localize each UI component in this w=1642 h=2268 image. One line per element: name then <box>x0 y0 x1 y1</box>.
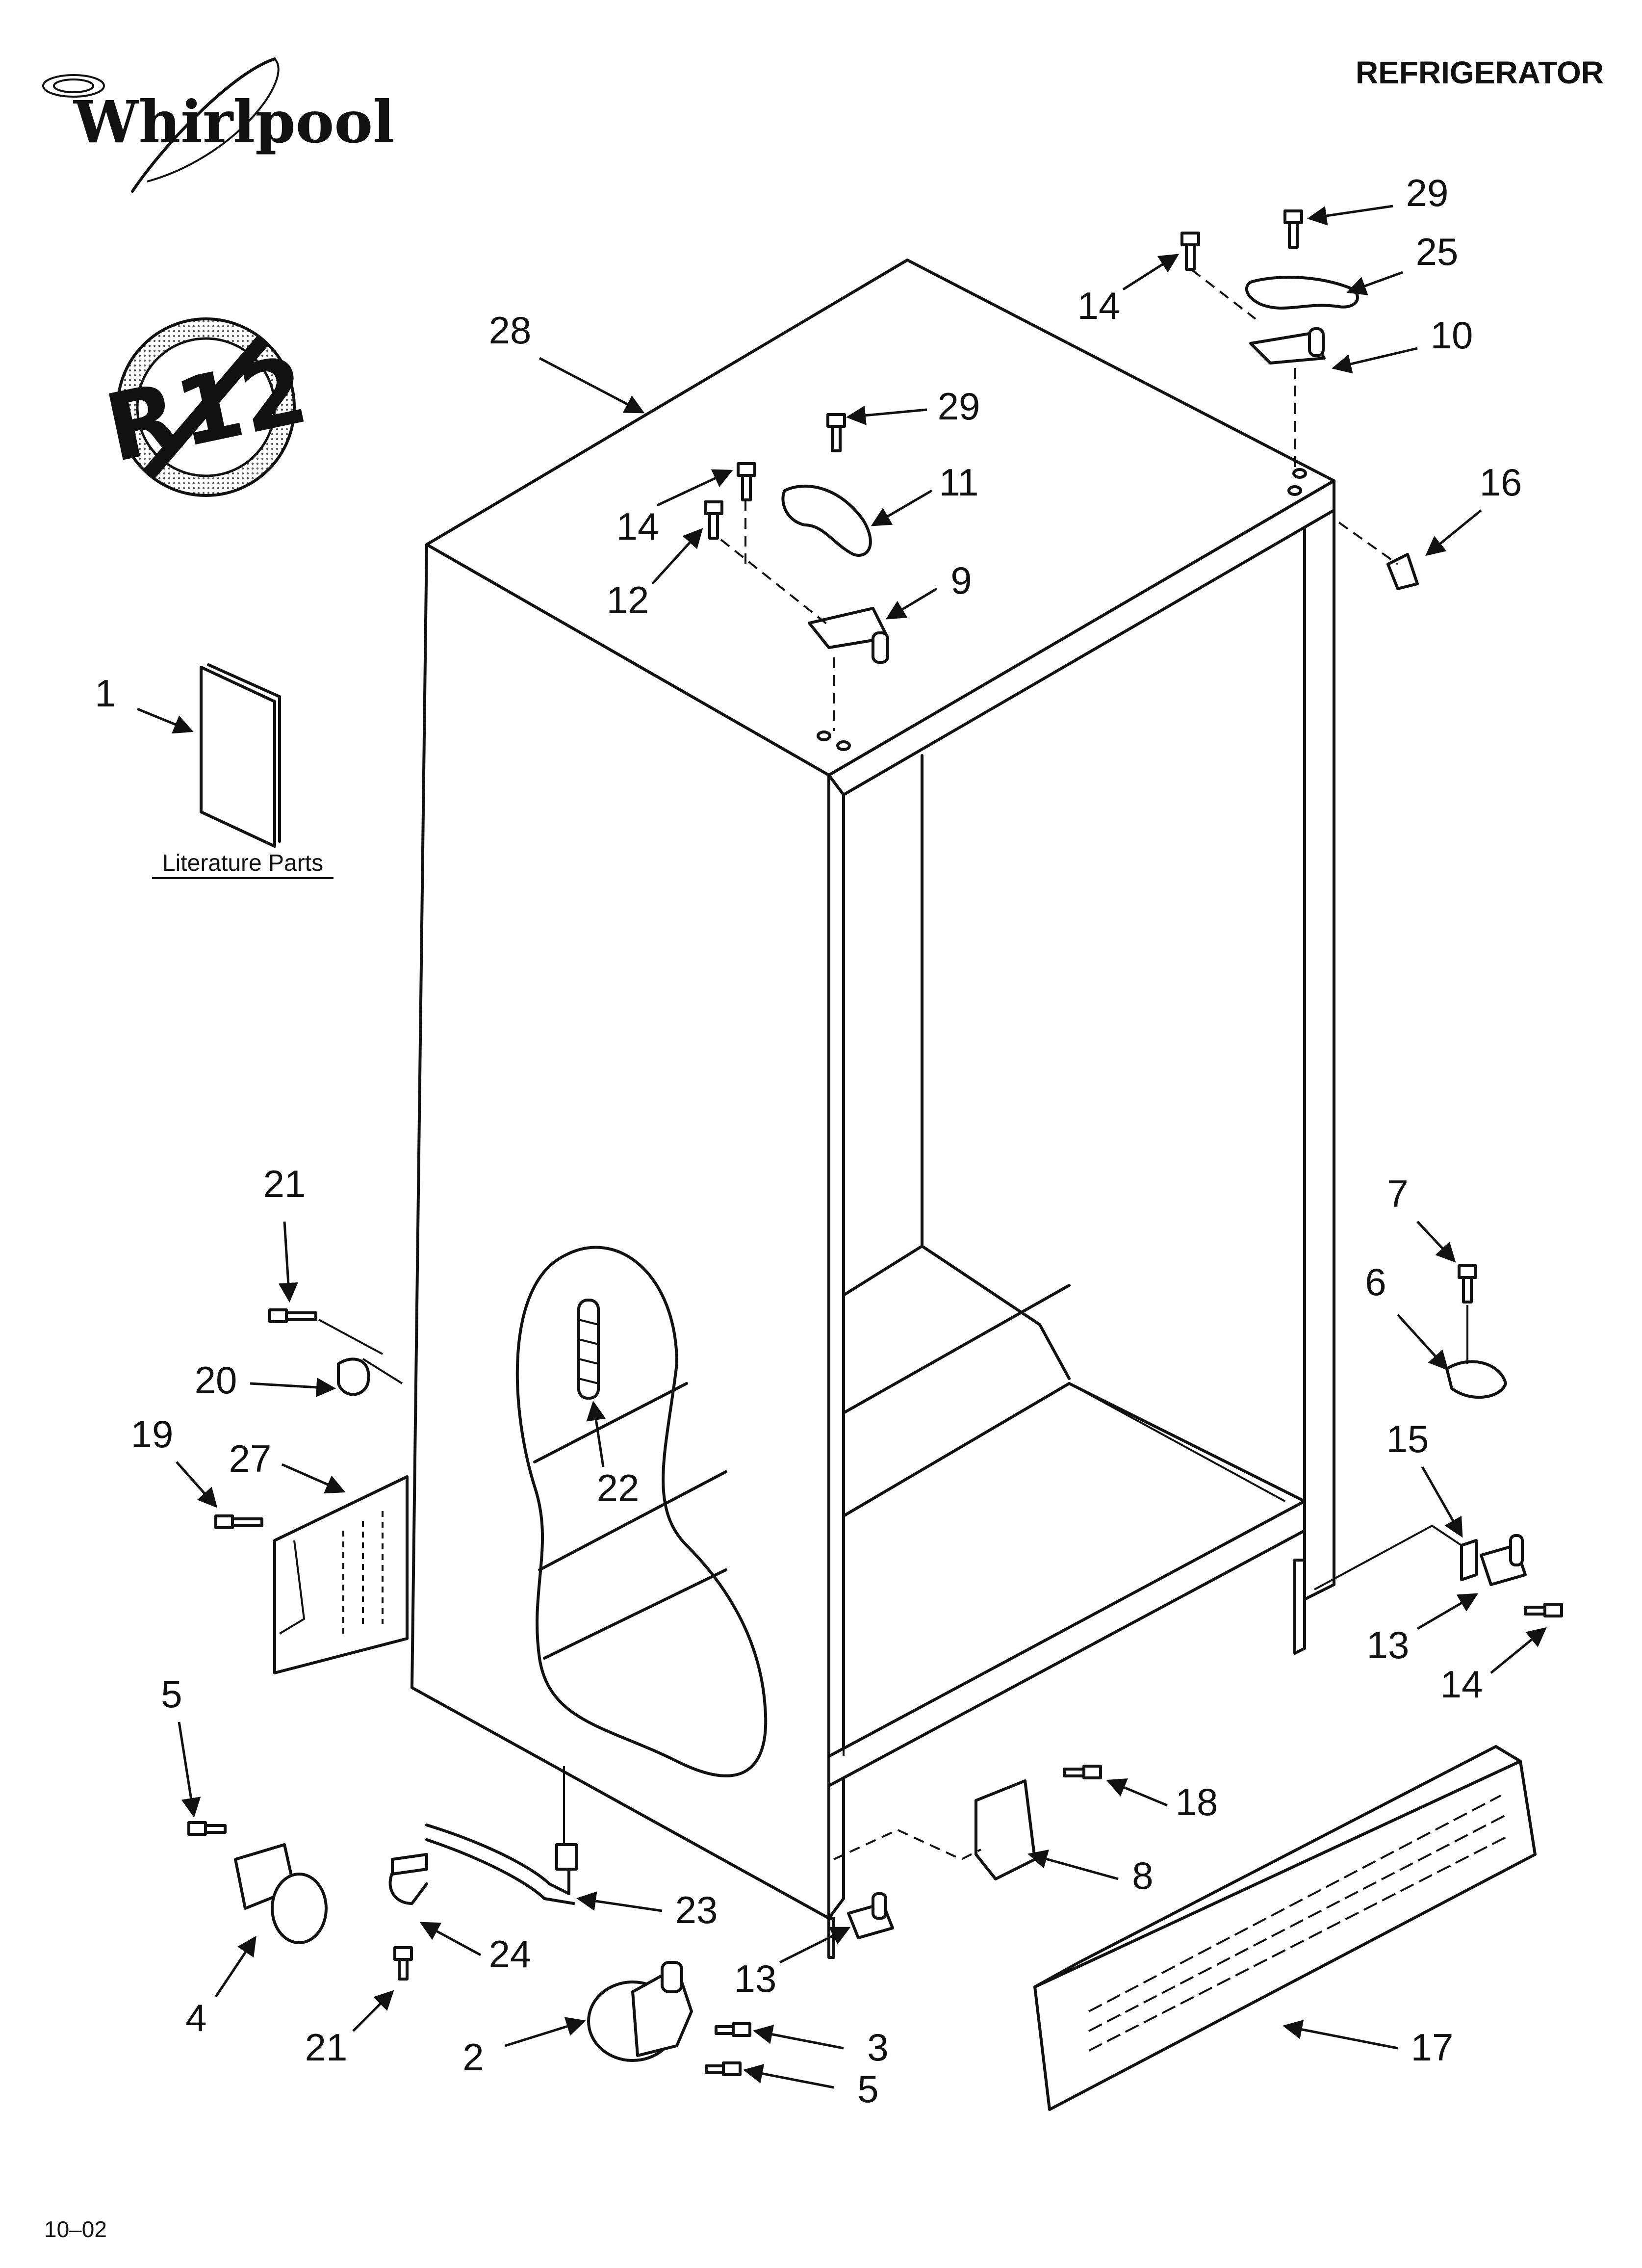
top-right-hinge-bracket <box>1249 332 1326 365</box>
whirlpool-logo: Whirlpool <box>42 57 395 193</box>
screw-icon <box>187 1821 227 1836</box>
drain-coil-icon <box>577 1299 600 1400</box>
screw-icon <box>1063 1765 1102 1779</box>
callout-label: 24 <box>489 1932 532 1976</box>
callout-label: 11 <box>939 461 979 504</box>
callout-label: 10 <box>1431 313 1473 357</box>
screw-icon <box>393 1946 413 1981</box>
callout-label: 29 <box>938 385 980 428</box>
screw-icon <box>268 1308 317 1323</box>
refrigerator-cabinet <box>410 259 1335 1959</box>
screw-icon <box>1283 209 1303 249</box>
toe-grille-17 <box>1033 1760 1537 2111</box>
clip-icon <box>337 1357 370 1396</box>
roller-wheel-icon <box>271 1873 328 1944</box>
front-frame-right <box>1303 479 1335 1601</box>
vent-slots-icon <box>342 1511 384 1634</box>
screw-icon <box>826 413 846 452</box>
callout-label: 14 <box>1078 284 1120 327</box>
callout-label: 1 <box>95 672 116 715</box>
callout-label: 27 <box>229 1437 272 1480</box>
hinge-plate-6 <box>1445 1360 1507 1399</box>
brand-name: Whirlpool <box>73 88 395 156</box>
callout-label: 12 <box>607 578 649 622</box>
callout-label: 21 <box>263 1162 306 1205</box>
screw-icon <box>214 1514 263 1529</box>
screw-icon <box>704 500 723 540</box>
logo-swoosh-icon <box>131 57 276 193</box>
callout-label: 7 <box>1387 1172 1408 1215</box>
page-title: REFRIGERATOR <box>1356 55 1604 90</box>
top-hinge-assembly <box>704 413 889 731</box>
callout-label: 13 <box>734 1957 777 2000</box>
revision-code: 10–02 <box>44 2216 107 2242</box>
screw-icon <box>1458 1264 1477 1303</box>
grille-slots-icon <box>1088 1795 1511 2052</box>
booklet-icon <box>200 666 276 848</box>
shim-15 <box>1460 1539 1478 1581</box>
hinge-pin-icon <box>1338 521 1419 590</box>
callout-label: 17 <box>1411 2026 1454 2069</box>
callout-label: 25 <box>1416 230 1459 273</box>
callout-label: 9 <box>950 559 972 602</box>
callout-label: 28 <box>489 309 532 352</box>
hinge-cover-icon <box>781 484 872 557</box>
left-side-parts <box>214 1308 409 1674</box>
callout-label: 18 <box>1176 1780 1218 1824</box>
callout-label: 29 <box>1406 171 1449 214</box>
callout-label: 6 <box>1365 1260 1386 1303</box>
callout-label: 22 <box>597 1466 640 1510</box>
callout-label: 20 <box>195 1358 237 1402</box>
callout-label: 19 <box>131 1412 174 1456</box>
rear-panel-27 <box>273 1475 409 1674</box>
logo-swirl-icon <box>42 74 105 98</box>
callout-label: 23 <box>675 1888 718 1931</box>
callout-label: 16 <box>1480 461 1522 504</box>
callout-label: 14 <box>1440 1663 1483 1706</box>
right-side-parts <box>1314 1264 1563 1617</box>
literature-booklet: Literature Parts <box>152 663 334 879</box>
literature-caption: Literature Parts <box>162 850 323 876</box>
logo-swoosh-back-icon <box>147 58 280 182</box>
callout-label: 2 <box>462 2035 484 2079</box>
screw-icon <box>1524 1603 1563 1617</box>
screw-icon <box>1180 232 1200 271</box>
callout-label: 5 <box>161 1672 182 1716</box>
no-r12-badge: R12 <box>97 317 316 497</box>
drain-tube-23 <box>425 1824 570 1895</box>
callout-label: 21 <box>305 2026 348 2069</box>
callout-label: 15 <box>1386 1417 1429 1460</box>
screw-icon <box>737 462 756 501</box>
bottom-parts <box>187 1745 1537 2111</box>
screw-icon <box>705 2061 742 2076</box>
callout-label: 8 <box>1132 1854 1153 1897</box>
top-right-hinge-assembly <box>1180 209 1359 471</box>
callouts: 28 29 25 14 10 29 11 14 12 9 16 1 <box>95 171 1547 2111</box>
callout-label: 5 <box>857 2067 878 2111</box>
front-frame-left <box>827 774 845 1920</box>
front-frame-bottom <box>827 1500 1306 1787</box>
screw-icon <box>715 2022 751 2037</box>
grille-bracket-8 <box>975 1779 1036 1880</box>
callout-label: 4 <box>185 1996 206 2039</box>
prohibition-slash-icon <box>144 336 268 478</box>
logo-swirl-inner-icon <box>53 78 94 93</box>
hinge-cover-right-icon <box>1245 276 1359 310</box>
callout-label: 13 <box>1367 1623 1410 1667</box>
callout-label: 3 <box>867 2026 888 2069</box>
callout-label: 14 <box>616 505 659 548</box>
